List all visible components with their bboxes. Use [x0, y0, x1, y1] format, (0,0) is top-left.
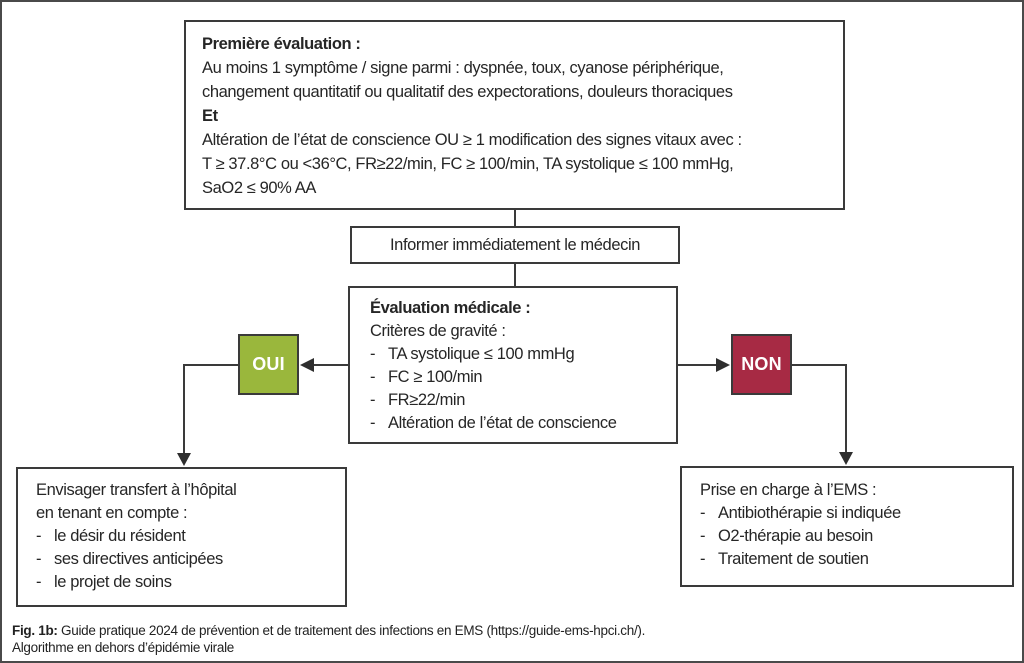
- medical-evaluation-box: Évaluation médicale : Critères de gravit…: [348, 286, 678, 444]
- bullet-dash: -: [700, 550, 706, 568]
- hospital-transfer-box: Envisager transfert à l’hôpital en tenan…: [16, 467, 347, 607]
- transfer-item-text: le désir du résident: [54, 527, 186, 545]
- ems-care-item-text: Antibiothérapie si indiquée: [718, 504, 901, 522]
- criteria-item: - FC ≥ 100/min: [370, 366, 662, 389]
- first-evaluation-line: Au moins 1 symptôme / signe parmi : dysp…: [202, 59, 724, 77]
- criteria-item: - FR≥22/min: [370, 389, 662, 412]
- criteria-item: - Altération de l’état de conscience: [370, 412, 662, 435]
- transfer-item: - le désir du résident: [36, 525, 331, 548]
- bullet-dash: -: [36, 550, 42, 568]
- bullet-dash: -: [36, 573, 42, 591]
- decision-non-label: NON: [741, 354, 782, 374]
- ems-care-item-text: Traitement de soutien: [718, 550, 869, 568]
- arrowhead-down-right-icon: [839, 452, 853, 465]
- first-evaluation-line: Altération de l’état de conscience OU ≥ …: [202, 131, 742, 149]
- bullet-dash: -: [700, 504, 706, 522]
- bullet-dash: -: [370, 345, 376, 363]
- criteria-item-text: FR≥22/min: [388, 391, 465, 409]
- criteria-item-text: TA systolique ≤ 100 mmHg: [388, 345, 575, 363]
- first-evaluation-line: SaO2 ≤ 90% AA: [202, 179, 316, 197]
- ems-care-item: - Traitement de soutien: [700, 548, 998, 571]
- ems-care-item: - Antibiothérapie si indiquée: [700, 502, 998, 525]
- arrowhead-down-left-icon: [177, 453, 191, 466]
- ems-care-item-text: O2-thérapie au besoin: [718, 527, 873, 545]
- figure-caption-text: Guide pratique 2024 de prévention et de …: [57, 623, 646, 638]
- figure-caption-label: Fig. 1b:: [12, 623, 58, 638]
- bullet-dash: -: [370, 414, 376, 432]
- ems-care-item: - O2-thérapie au besoin: [700, 525, 998, 548]
- inform-physician-box: Informer immédiatement le médecin: [350, 226, 680, 264]
- first-evaluation-et: Et: [202, 107, 218, 125]
- first-evaluation-line: changement quantitatif ou qualitatif des…: [202, 83, 733, 101]
- transfer-item: - le projet de soins: [36, 571, 331, 594]
- ems-care-title: Prise en charge à l’EMS :: [700, 481, 877, 499]
- ems-care-box: Prise en charge à l’EMS : - Antibiothéra…: [680, 466, 1014, 587]
- criteria-item-text: FC ≥ 100/min: [388, 368, 483, 386]
- decision-oui-box: OUI: [238, 334, 299, 395]
- figure-caption-line2: Algorithme en dehors d’épidémie virale: [12, 640, 234, 655]
- bullet-dash: -: [370, 391, 376, 409]
- inform-physician-label: Informer immédiatement le médecin: [390, 236, 640, 254]
- arrowhead-left-icon: [300, 358, 314, 372]
- hospital-transfer-line: en tenant en compte :: [36, 504, 188, 522]
- medical-evaluation-title: Évaluation médicale :: [370, 299, 531, 317]
- bullet-dash: -: [370, 368, 376, 386]
- criteria-item: - TA systolique ≤ 100 mmHg: [370, 343, 662, 366]
- criteria-item-text: Altération de l’état de conscience: [388, 414, 617, 432]
- first-evaluation-title: Première évaluation :: [202, 35, 361, 53]
- hospital-transfer-line: Envisager transfert à l’hôpital: [36, 481, 237, 499]
- transfer-item-text: le projet de soins: [54, 573, 172, 591]
- decision-oui-label: OUI: [252, 354, 285, 374]
- arrowhead-right-icon: [716, 358, 730, 372]
- figure-caption-line1: Fig. 1b: Guide pratique 2024 de préventi…: [12, 622, 645, 639]
- first-evaluation-box: Première évaluation : Au moins 1 symptôm…: [184, 20, 845, 210]
- medical-evaluation-subtitle: Critères de gravité :: [370, 322, 506, 340]
- figure-caption: Fig. 1b: Guide pratique 2024 de préventi…: [12, 622, 645, 656]
- bullet-dash: -: [700, 527, 706, 545]
- transfer-item: - ses directives anticipées: [36, 548, 331, 571]
- transfer-item-text: ses directives anticipées: [54, 550, 223, 568]
- decision-non-box: NON: [731, 334, 792, 395]
- bullet-dash: -: [36, 527, 42, 545]
- first-evaluation-line: T ≥ 37.8°C ou <36°C, FR≥22/min, FC ≥ 100…: [202, 155, 734, 173]
